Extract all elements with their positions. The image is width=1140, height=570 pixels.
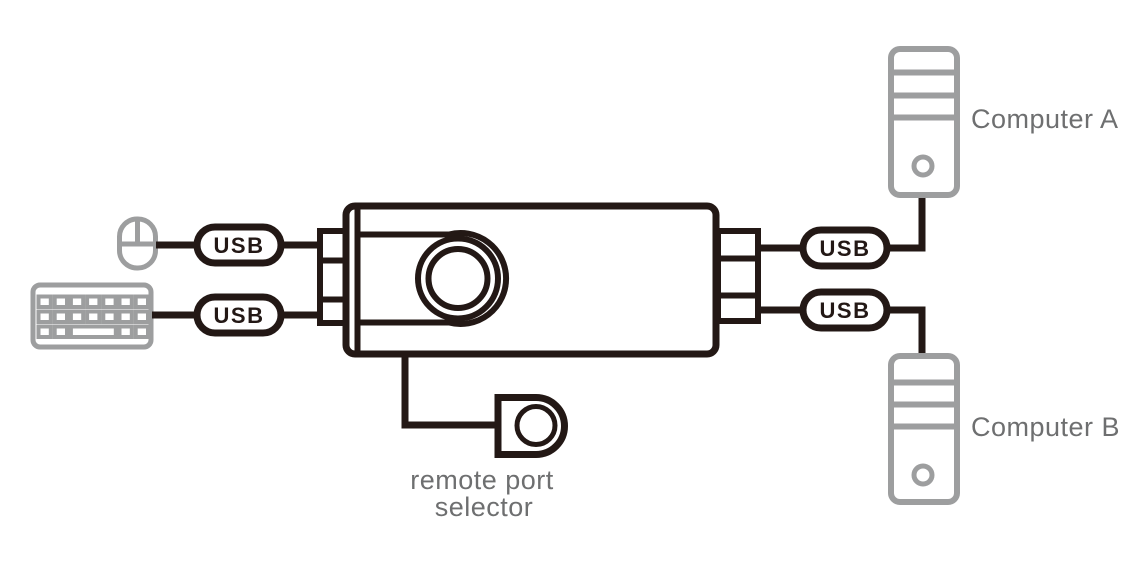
kvm-switch-body bbox=[342, 202, 720, 358]
remote-port-selector-label-line1: remote port bbox=[410, 465, 554, 495]
usb-badge-label: USB bbox=[214, 303, 265, 328]
keyboard-keys bbox=[36, 294, 150, 339]
usb-badge-label: USB bbox=[820, 236, 871, 261]
computer-a-label: Computer A bbox=[971, 104, 1119, 134]
remote-port-selector-button bbox=[514, 404, 558, 447]
remote-port-selector-label-line2: selector bbox=[435, 492, 534, 522]
usb-badge-label: USB bbox=[214, 233, 265, 258]
usb-badge-label: USB bbox=[820, 298, 871, 323]
remote-port-selector-icon bbox=[494, 394, 568, 458]
wire-usb-to-computer-b bbox=[885, 306, 926, 356]
kvm-switch-button-outer-ring bbox=[415, 235, 501, 322]
usb-badge-keyboard: USB bbox=[193, 293, 285, 337]
kvm-switch-button-panel bbox=[357, 230, 510, 327]
mouse-icon bbox=[117, 216, 158, 271]
keyboard-icon bbox=[30, 282, 154, 350]
wire-corner-a bbox=[918, 244, 926, 252]
usb-badge-computer-a: USB bbox=[799, 226, 891, 270]
usb-badge-mouse: USB bbox=[193, 223, 285, 267]
kvm-switch-icon bbox=[317, 202, 761, 358]
kvm-switch-port-block-right bbox=[715, 228, 761, 324]
kvm-switch-button bbox=[425, 246, 491, 311]
spacebar-key bbox=[68, 324, 118, 339]
power-button-icon bbox=[911, 463, 935, 487]
power-button-icon bbox=[911, 154, 935, 178]
usb-badge-computer-b: USB bbox=[799, 288, 891, 332]
computer-b-icon bbox=[888, 353, 960, 505]
computer-b-label: Computer B bbox=[971, 412, 1120, 442]
computer-a-icon bbox=[888, 46, 960, 198]
wire-switch-to-selector bbox=[401, 352, 498, 429]
wire-usb-to-computer-a bbox=[885, 195, 926, 252]
